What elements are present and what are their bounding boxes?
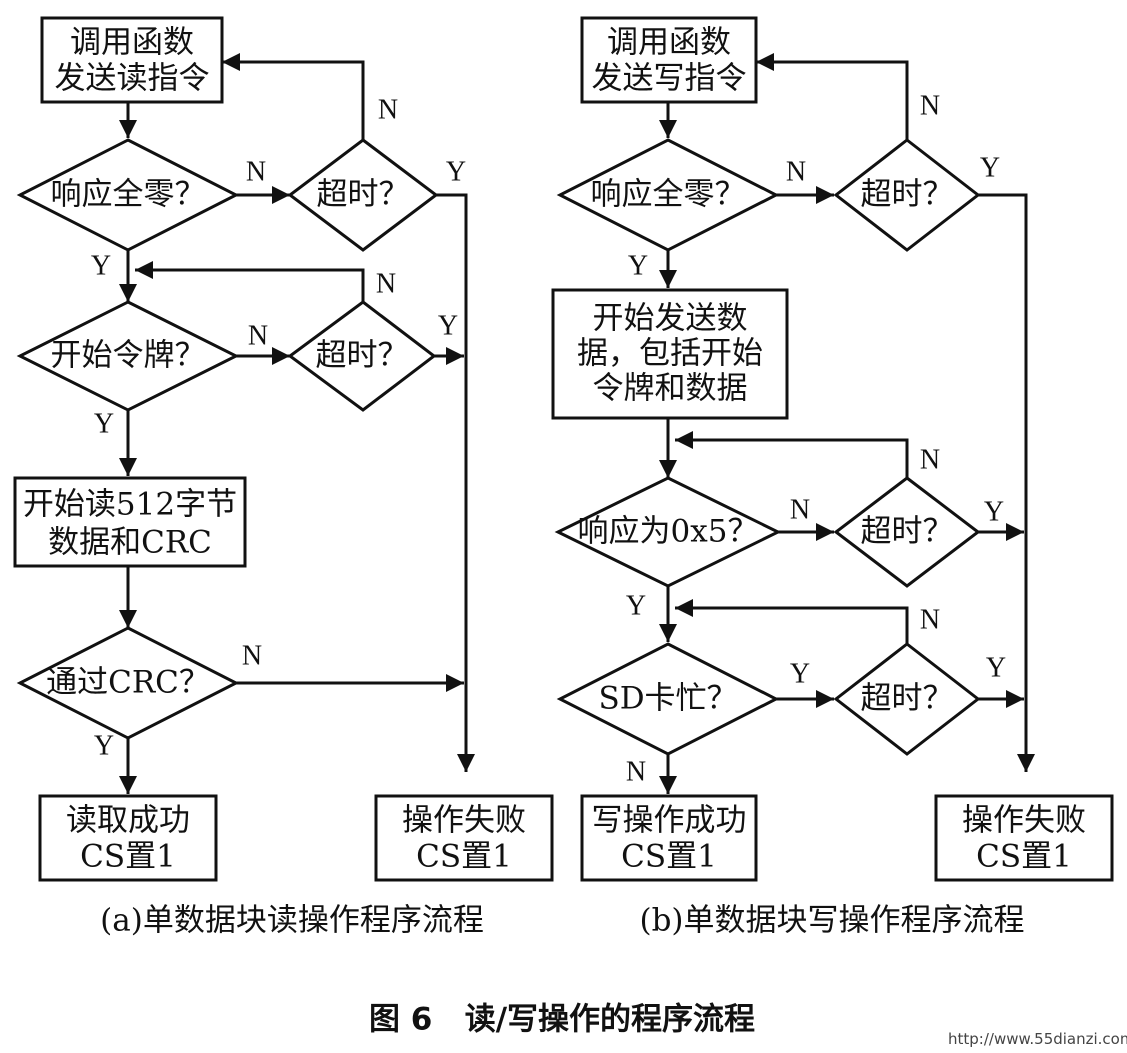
write-flowchart: N N Y Y N N Y Y N Y Y N 调用函数 发送写指令 响应全零？… — [551, 16, 1114, 939]
label-y-sdbusy: Y — [790, 658, 810, 689]
read-starttoken-decision: 开始令牌？ — [16, 300, 240, 412]
label-n-passcrc: N — [242, 640, 262, 671]
write-senddata-line-3: 令牌和数据 — [593, 371, 748, 407]
label-y-starttoken: Y — [94, 408, 114, 439]
write-timeout3-decision: 超时？ — [833, 642, 981, 756]
edge-timeout2-loop — [675, 431, 909, 478]
write-call-box: 调用函数 发送写指令 — [580, 16, 758, 104]
read-respzero-text: 响应全零？ — [51, 177, 206, 213]
label-y-resp0x5: Y — [626, 590, 646, 621]
edge-timeout1-loop — [756, 53, 909, 140]
write-respzero-text: 响应全零？ — [591, 177, 746, 213]
read-success-box: 读取成功 CS置1 — [38, 794, 218, 882]
write-respzero-decision: 响应全零？ — [556, 138, 780, 252]
read-call-line-1: 调用函数 — [70, 25, 194, 61]
edge-failure-bus — [978, 193, 1035, 772]
read-fail-box: 操作失败 CS置1 — [374, 794, 554, 882]
read-fail-line-1: 操作失败 — [402, 803, 526, 839]
read-edge-labels: N N Y Y N N Y Y N Y — [91, 94, 466, 761]
read-fail-line-2: CS置1 — [416, 839, 512, 875]
read-passcrc-text: 通过CRC？ — [46, 665, 210, 701]
read-data-line-2: 数据和CRC — [48, 525, 212, 561]
write-call-line-2: 发送写指令 — [592, 61, 747, 97]
label-y-timeout1: Y — [980, 152, 1000, 183]
write-timeout2-text: 超时？ — [861, 514, 954, 550]
write-timeout1-text: 超时？ — [861, 177, 954, 213]
write-senddata-box: 开始发送数 据，包括开始 令牌和数据 — [551, 288, 789, 420]
label-n-resp0x5: N — [790, 494, 810, 525]
write-fail-box: 操作失败 CS置1 — [934, 794, 1114, 882]
read-passcrc-decision: 通过CRC？ — [16, 626, 240, 740]
label-y-timeout1: Y — [446, 156, 466, 187]
write-senddata-line-1: 开始发送数 — [593, 301, 748, 337]
figure-title: 图 6 读/写操作的程序流程 — [369, 1002, 755, 1038]
read-data-box: 开始读512字节 数据和CRC — [13, 476, 247, 568]
write-connectors — [659, 53, 1035, 794]
label-y-passcrc: Y — [94, 730, 114, 761]
read-call-box: 调用函数 发送读指令 — [40, 16, 224, 104]
watermark: http://www.55dianzi.com — [948, 1030, 1127, 1048]
label-n-timeout2: N — [376, 268, 396, 299]
label-n-respzero: N — [246, 156, 266, 187]
write-sdbusy-decision: SD卡忙？ — [556, 642, 780, 756]
label-n-timeout3: N — [920, 604, 940, 635]
label-y-respzero: Y — [91, 250, 111, 281]
read-timeout1-decision: 超时？ — [287, 138, 439, 252]
write-timeout3-text: 超时？ — [861, 681, 954, 717]
write-fail-line-2: CS置1 — [976, 839, 1072, 875]
label-y-respzero: Y — [628, 250, 648, 281]
write-timeout1-decision: 超时？ — [833, 138, 981, 252]
read-data-line-1: 开始读512字节 — [23, 487, 237, 523]
read-timeout2-decision: 超时？ — [287, 300, 437, 412]
label-y-timeout2: Y — [984, 496, 1004, 527]
read-timeout1-text: 超时？ — [317, 177, 410, 213]
label-y-timeout3: Y — [986, 652, 1006, 683]
label-n-starttoken: N — [248, 320, 268, 351]
write-senddata-line-2: 据，包括开始 — [577, 336, 763, 372]
write-caption: (b)单数据块写操作程序流程 — [639, 903, 1024, 939]
read-call-line-2: 发送读指令 — [55, 61, 210, 97]
edge-timeout3-loop — [675, 599, 909, 644]
label-y-timeout2: Y — [438, 310, 458, 341]
label-n-timeout2: N — [920, 444, 940, 475]
edge-timeout1-loop — [222, 53, 365, 140]
write-fail-line-1: 操作失败 — [962, 803, 1086, 839]
read-success-line-2: CS置1 — [80, 839, 176, 875]
write-call-line-1: 调用函数 — [607, 25, 731, 61]
read-success-line-1: 读取成功 — [66, 803, 190, 839]
write-sdbusy-text: SD卡忙？ — [598, 681, 737, 717]
write-success-line-2: CS置1 — [621, 839, 717, 875]
label-n-timeout1: N — [378, 94, 398, 125]
label-n-sdbusy: N — [626, 756, 646, 787]
write-resp0x5-text: 响应为0x5？ — [578, 514, 759, 550]
write-resp0x5-decision: 响应为0x5？ — [554, 476, 782, 588]
edge-timeout2-loop — [135, 261, 365, 302]
read-caption: (a)单数据块读操作程序流程 — [100, 903, 484, 939]
read-respzero-decision: 响应全零？ — [16, 138, 240, 252]
label-n-respzero: N — [786, 156, 806, 187]
write-success-line-1: 写操作成功 — [592, 803, 747, 839]
read-connectors — [119, 53, 475, 794]
write-timeout2-decision: 超时？ — [833, 476, 981, 588]
write-success-box: 写操作成功 CS置1 — [580, 794, 758, 882]
read-flowchart: N N Y Y N N Y Y N Y 调用函数 发送读指令 响应全零？ 超时？ — [13, 16, 554, 939]
label-n-timeout1: N — [920, 90, 940, 121]
write-edge-labels: N N Y Y N N Y Y N Y Y N — [626, 90, 1006, 787]
read-timeout2-text: 超时？ — [316, 338, 409, 374]
read-starttoken-text: 开始令牌？ — [51, 338, 206, 374]
edge-failure-bus — [436, 193, 475, 772]
